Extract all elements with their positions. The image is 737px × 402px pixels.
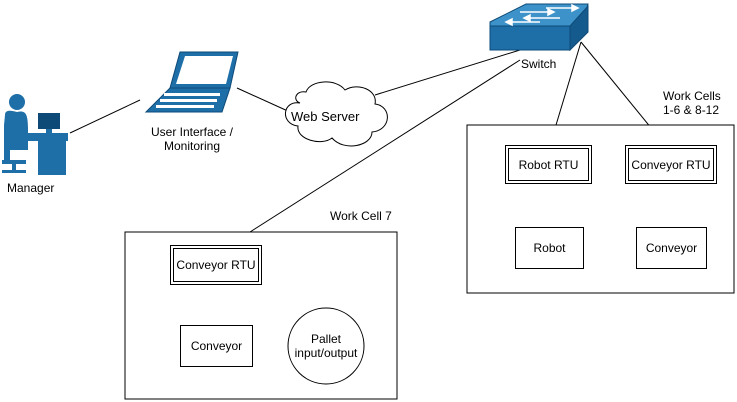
manager-label: Manager [7, 181, 55, 195]
cloud-icon [285, 81, 388, 147]
cell7-conveyor-box: Conveyor [180, 325, 253, 367]
conveyor-box: Conveyor [636, 227, 707, 269]
conveyor-rtu-box: Conveyor RTU [625, 145, 717, 184]
network-switch-icon [489, 3, 589, 52]
laptop-icon [144, 51, 239, 113]
pallet-label: Pallet input/output [294, 332, 358, 360]
manager-at-desk-icon [2, 94, 68, 175]
user-interface-label: User Interface / Monitoring [150, 125, 234, 153]
robot-box: Robot [515, 227, 584, 269]
work-cell-7-title: Work Cell 7 [330, 209, 392, 223]
connector-webserver-switch [374, 49, 521, 96]
robot-rtu-box: Robot RTU [505, 145, 592, 184]
robot-rtu-label: Robot RTU [508, 148, 589, 181]
cell7-conveyor-rtu-label: Conveyor RTU [173, 248, 259, 282]
connector-lines [69, 41, 666, 233]
work-cells-group-title: Work Cells 1-6 & 8-12 [663, 89, 721, 117]
pallet-circle [287, 307, 365, 385]
switch-label: Switch [521, 57, 557, 71]
cell7-conveyor-rtu-box: Conveyor RTU [170, 245, 262, 285]
connector-manager-ui [69, 99, 141, 134]
connector-switch-cell7 [249, 59, 521, 233]
web-server-label: Web Server [291, 109, 360, 124]
conveyor-rtu-label: Conveyor RTU [628, 148, 714, 181]
connector-ui-webserver [236, 87, 291, 113]
